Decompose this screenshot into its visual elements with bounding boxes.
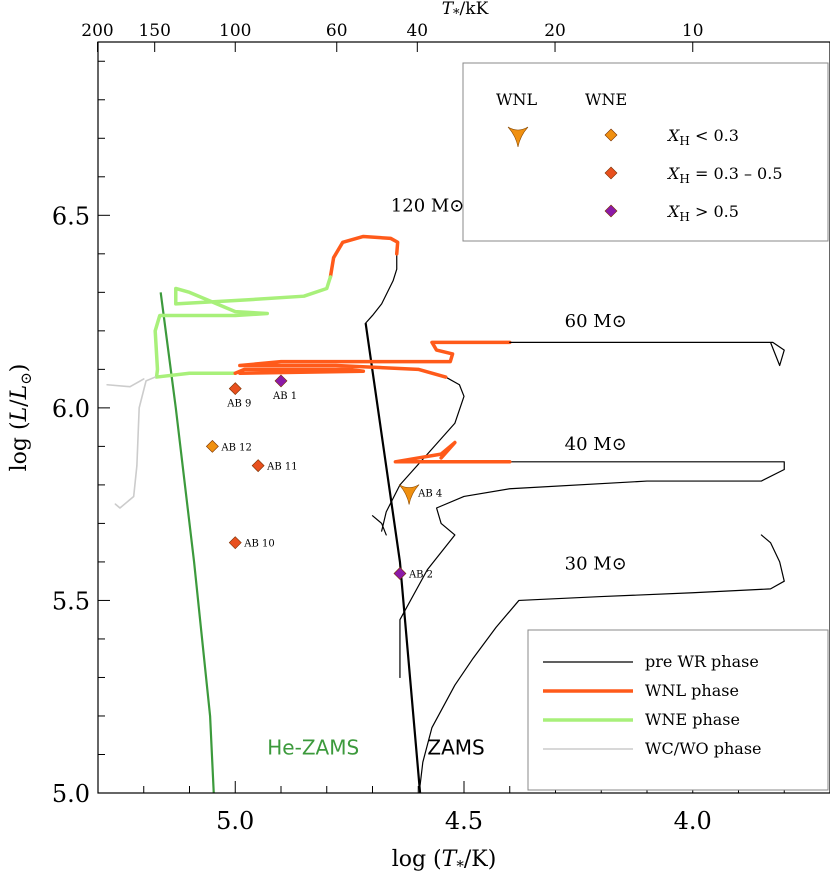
track-zams-to-wr-120-low-pre-wr-phase-0	[371, 515, 387, 536]
y-tick-label: 6.0	[52, 395, 90, 423]
y-tick-label: 5.5	[52, 587, 90, 615]
track-40-msun-pre-wr-phase-0	[399, 461, 785, 679]
star-marker-ab-1	[274, 374, 288, 388]
phase-legend-label-wc-wo-phase: WC/WO phase	[645, 739, 762, 758]
phase-legend-label-wnl-phase: WNL phase	[645, 681, 739, 700]
star-marker-ab-9	[228, 382, 242, 396]
track-120-msun-wne-phase-2	[153, 275, 333, 379]
zams-label-zams: ZAMS	[427, 735, 484, 759]
legend-col-wne: WNE	[585, 90, 627, 109]
track-120-msun-wc-wo-phase-4	[114, 376, 156, 509]
y-tick-label: 6.5	[52, 202, 90, 230]
legend-wne-symbol-0	[604, 128, 618, 142]
mass-label-60-m: 60 M⊙	[565, 311, 627, 332]
star-marker-ab-11	[251, 459, 265, 473]
x-tick-label: 4.0	[674, 807, 712, 835]
phase-legend-label-wne-phase: WNE phase	[645, 710, 740, 729]
star-label-ab-9: AB 9	[226, 399, 251, 410]
legend-wne-symbol-2	[604, 204, 618, 218]
track-40-msun-wnl-phase-1	[393, 440, 512, 464]
track-120-msun-wnl-phase-3	[233, 367, 366, 375]
star-marker-ab-2	[393, 567, 407, 580]
he-zams-line	[159, 292, 215, 794]
y-tick-label: 5.0	[52, 780, 90, 808]
star-marker-ab-4	[398, 484, 420, 505]
track-60-msun-pre-wr-phase-2	[509, 341, 785, 367]
x-axis-title: log (T*/K)	[392, 847, 497, 875]
top-tick-label: 20	[544, 21, 566, 41]
legend-wnl-symbol	[507, 126, 529, 148]
star-label-ab-1: AB 1	[272, 391, 297, 402]
top-tick-label: 40	[406, 21, 428, 41]
top-tick-label: 200	[81, 21, 113, 41]
top-tick-label: 150	[138, 21, 170, 41]
legend-wne-symbol-1	[604, 166, 618, 180]
top-axis-title: T*/kK	[442, 0, 489, 22]
star-label-ab-11: AB 11	[266, 462, 297, 473]
phase-legend-box	[527, 629, 829, 791]
track-120-msun-wc-wo-phase-5	[106, 378, 145, 388]
zams-line	[364, 322, 422, 794]
track-60-msun-pre-wr-phase-0	[381, 376, 465, 532]
top-tick-label: 60	[326, 21, 348, 41]
legend-xh-label-2: XH > 0.5	[666, 202, 739, 224]
track-120-msun-pre-wr-phase-0	[365, 253, 398, 324]
star-label-ab-4: AB 4	[417, 489, 442, 500]
phase-legend-label-pre-wr-phase: pre WR phase	[645, 652, 759, 671]
legend-xh-label-1: XH = 0.3 – 0.5	[666, 164, 783, 186]
legend-xh-label-0: XH < 0.3	[666, 126, 739, 148]
mass-label-40-m: 40 M⊙	[565, 434, 627, 455]
mass-label-120-m: 120 M⊙	[391, 195, 465, 216]
legend-col-wnl: WNL	[496, 90, 537, 109]
x-tick-label: 5.0	[216, 807, 254, 835]
star-label-ab-2: AB 2	[408, 569, 433, 580]
star-marker-ab-10	[228, 536, 242, 550]
top-tick-label: 10	[682, 21, 704, 41]
track-60-msun-wnl-phase-1	[238, 340, 512, 379]
mass-label-30-m: 30 M⊙	[565, 554, 627, 575]
star-marker-ab-12	[205, 439, 219, 453]
track-120-msun-wnl-phase-1	[328, 234, 400, 279]
top-tick-label: 100	[219, 21, 251, 41]
symbol-legend-box	[462, 62, 829, 242]
zams-label-he-zams: He-ZAMS	[267, 735, 359, 759]
star-label-ab-12: AB 12	[220, 442, 251, 453]
x-tick-label: 4.5	[445, 807, 483, 835]
track-30-msun-pre-wr-phase-0	[419, 534, 785, 786]
star-label-ab-10: AB 10	[243, 539, 274, 550]
